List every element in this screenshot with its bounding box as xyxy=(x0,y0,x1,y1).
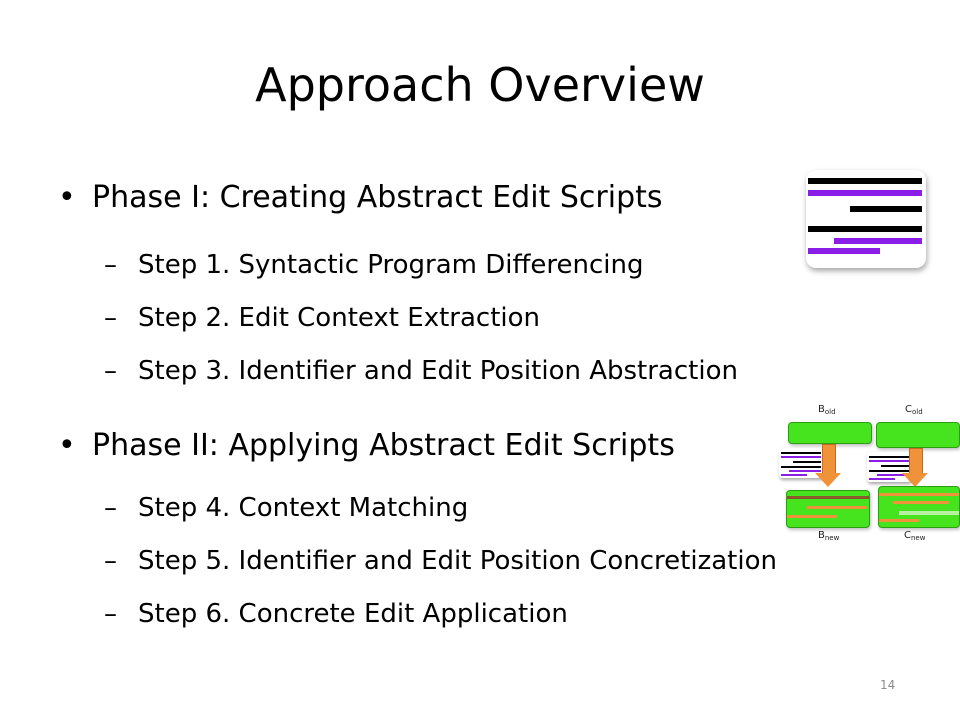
c-new-label: Cnew xyxy=(904,530,926,542)
bullet-marker: • xyxy=(58,428,76,463)
c-old-box xyxy=(876,422,960,448)
step-4-label: Step 4. Context Matching xyxy=(138,493,469,523)
step-3-label: Step 3. Identifier and Edit Position Abs… xyxy=(138,356,738,386)
down-arrow-head-icon xyxy=(902,473,928,487)
down-arrow-icon xyxy=(822,444,836,474)
b-old-label: Bold xyxy=(818,404,836,416)
b-new-box xyxy=(786,490,870,528)
b-old-box xyxy=(788,422,872,444)
edit-script-icon xyxy=(806,170,926,268)
script-line xyxy=(808,178,922,184)
bullet-marker: • xyxy=(58,180,76,215)
dash-marker: – xyxy=(104,546,117,576)
dash-marker: – xyxy=(104,356,117,386)
step-3: –Step 3. Identifier and Edit Position Ab… xyxy=(104,356,738,386)
step-2-label: Step 2. Edit Context Extraction xyxy=(138,303,540,333)
phase2-bullet: • Phase II: Applying Abstract Edit Script… xyxy=(58,428,675,463)
slide-title: Approach Overview xyxy=(255,58,705,112)
step-6: –Step 6. Concrete Edit Application xyxy=(104,599,568,629)
step-5-label: Step 5. Identifier and Edit Position Con… xyxy=(138,546,777,576)
c-new-box xyxy=(878,486,960,528)
step-4: –Step 4. Context Matching xyxy=(104,493,468,523)
dash-marker: – xyxy=(104,493,117,523)
step-1-label: Step 1. Syntactic Program Differencing xyxy=(138,250,644,280)
script-line xyxy=(808,248,880,254)
c-old-label: Cold xyxy=(905,404,923,416)
script-line xyxy=(834,238,922,244)
script-line xyxy=(808,226,922,232)
down-arrow-icon xyxy=(909,448,923,474)
script-line xyxy=(808,190,922,196)
phase1-bullet: • Phase I: Creating Abstract Edit Scripts xyxy=(58,180,663,215)
down-arrow-head-icon xyxy=(815,473,841,487)
step-5: –Step 5. Identifier and Edit Position Co… xyxy=(104,546,777,576)
page-number: 14 xyxy=(880,678,896,692)
step-6-label: Step 6. Concrete Edit Application xyxy=(138,599,568,629)
b-new-label: Bnew xyxy=(818,530,840,542)
dash-marker: – xyxy=(104,250,117,280)
dash-marker: – xyxy=(104,599,117,629)
mini-edit-script-icon xyxy=(779,448,823,478)
phase1-label: Phase I: Creating Abstract Edit Scripts xyxy=(92,180,663,215)
dash-marker: – xyxy=(104,303,117,333)
step-2: –Step 2. Edit Context Extraction xyxy=(104,303,540,333)
script-line xyxy=(850,206,922,212)
phase2-label: Phase II: Applying Abstract Edit Scripts xyxy=(92,428,675,463)
step-1: –Step 1. Syntactic Program Differencing xyxy=(104,250,644,280)
